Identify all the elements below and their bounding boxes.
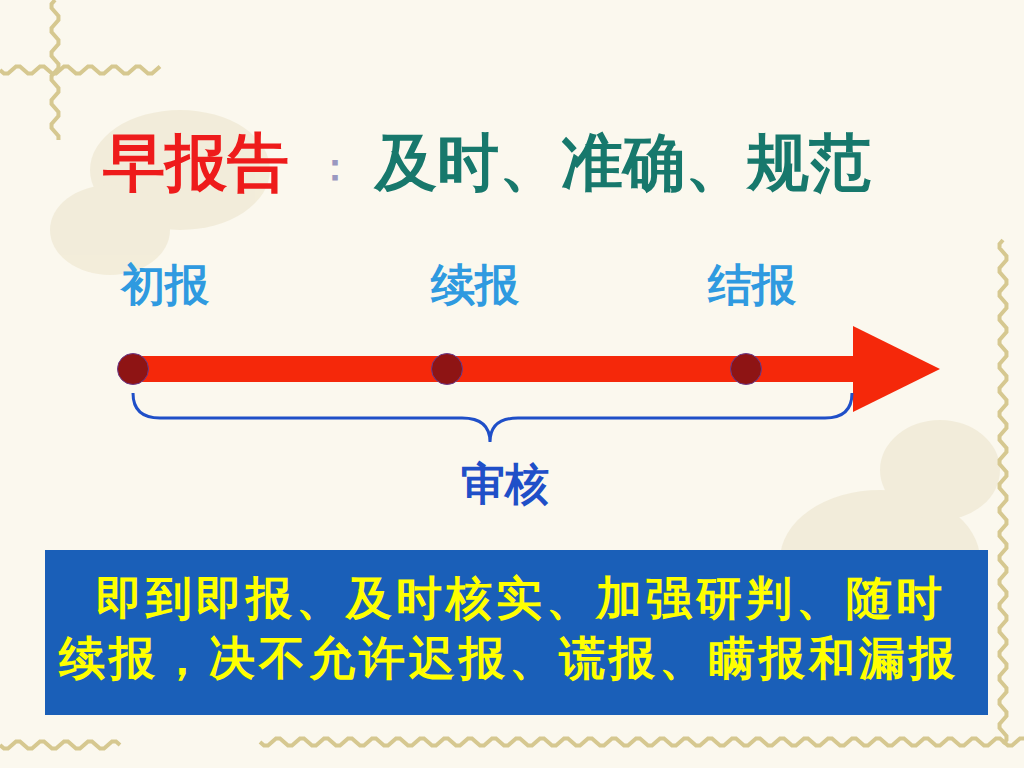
timeline-dot <box>117 353 149 385</box>
vine <box>260 739 1024 746</box>
timeline-shaft <box>463 356 730 382</box>
title-colon: ： <box>316 148 354 186</box>
title: 早报告 <box>103 132 289 194</box>
vine <box>0 67 160 74</box>
stage-label: 结报 <box>692 260 812 311</box>
flower-shade <box>880 420 1000 520</box>
vine-border <box>0 0 1024 748</box>
arrow-tail <box>740 326 940 412</box>
vine <box>0 742 120 749</box>
stage-label: 初报 <box>105 260 225 311</box>
vine <box>1000 240 1007 744</box>
bracket-label: 审核 <box>461 462 549 506</box>
timeline-dot <box>431 353 463 385</box>
brace <box>133 393 852 442</box>
stage-label: 续报 <box>415 260 535 311</box>
timeline-point: 初报 <box>105 260 225 311</box>
note-text: 即到即报、及时核实、加强研判、随时续报，决不允许迟报、谎报、瞒报和漏报 <box>59 568 974 688</box>
timeline-dot <box>730 353 762 385</box>
timeline-shaft <box>149 356 431 382</box>
note-box: 即到即报、及时核实、加强研判、随时续报，决不允许迟报、谎报、瞒报和漏报 <box>45 550 988 715</box>
timeline-point: 续报 <box>415 260 535 311</box>
title-subtitle: 及时、准确、规范 <box>375 132 871 194</box>
arrow-head <box>853 326 940 412</box>
timeline-point: 结报 <box>692 260 812 311</box>
